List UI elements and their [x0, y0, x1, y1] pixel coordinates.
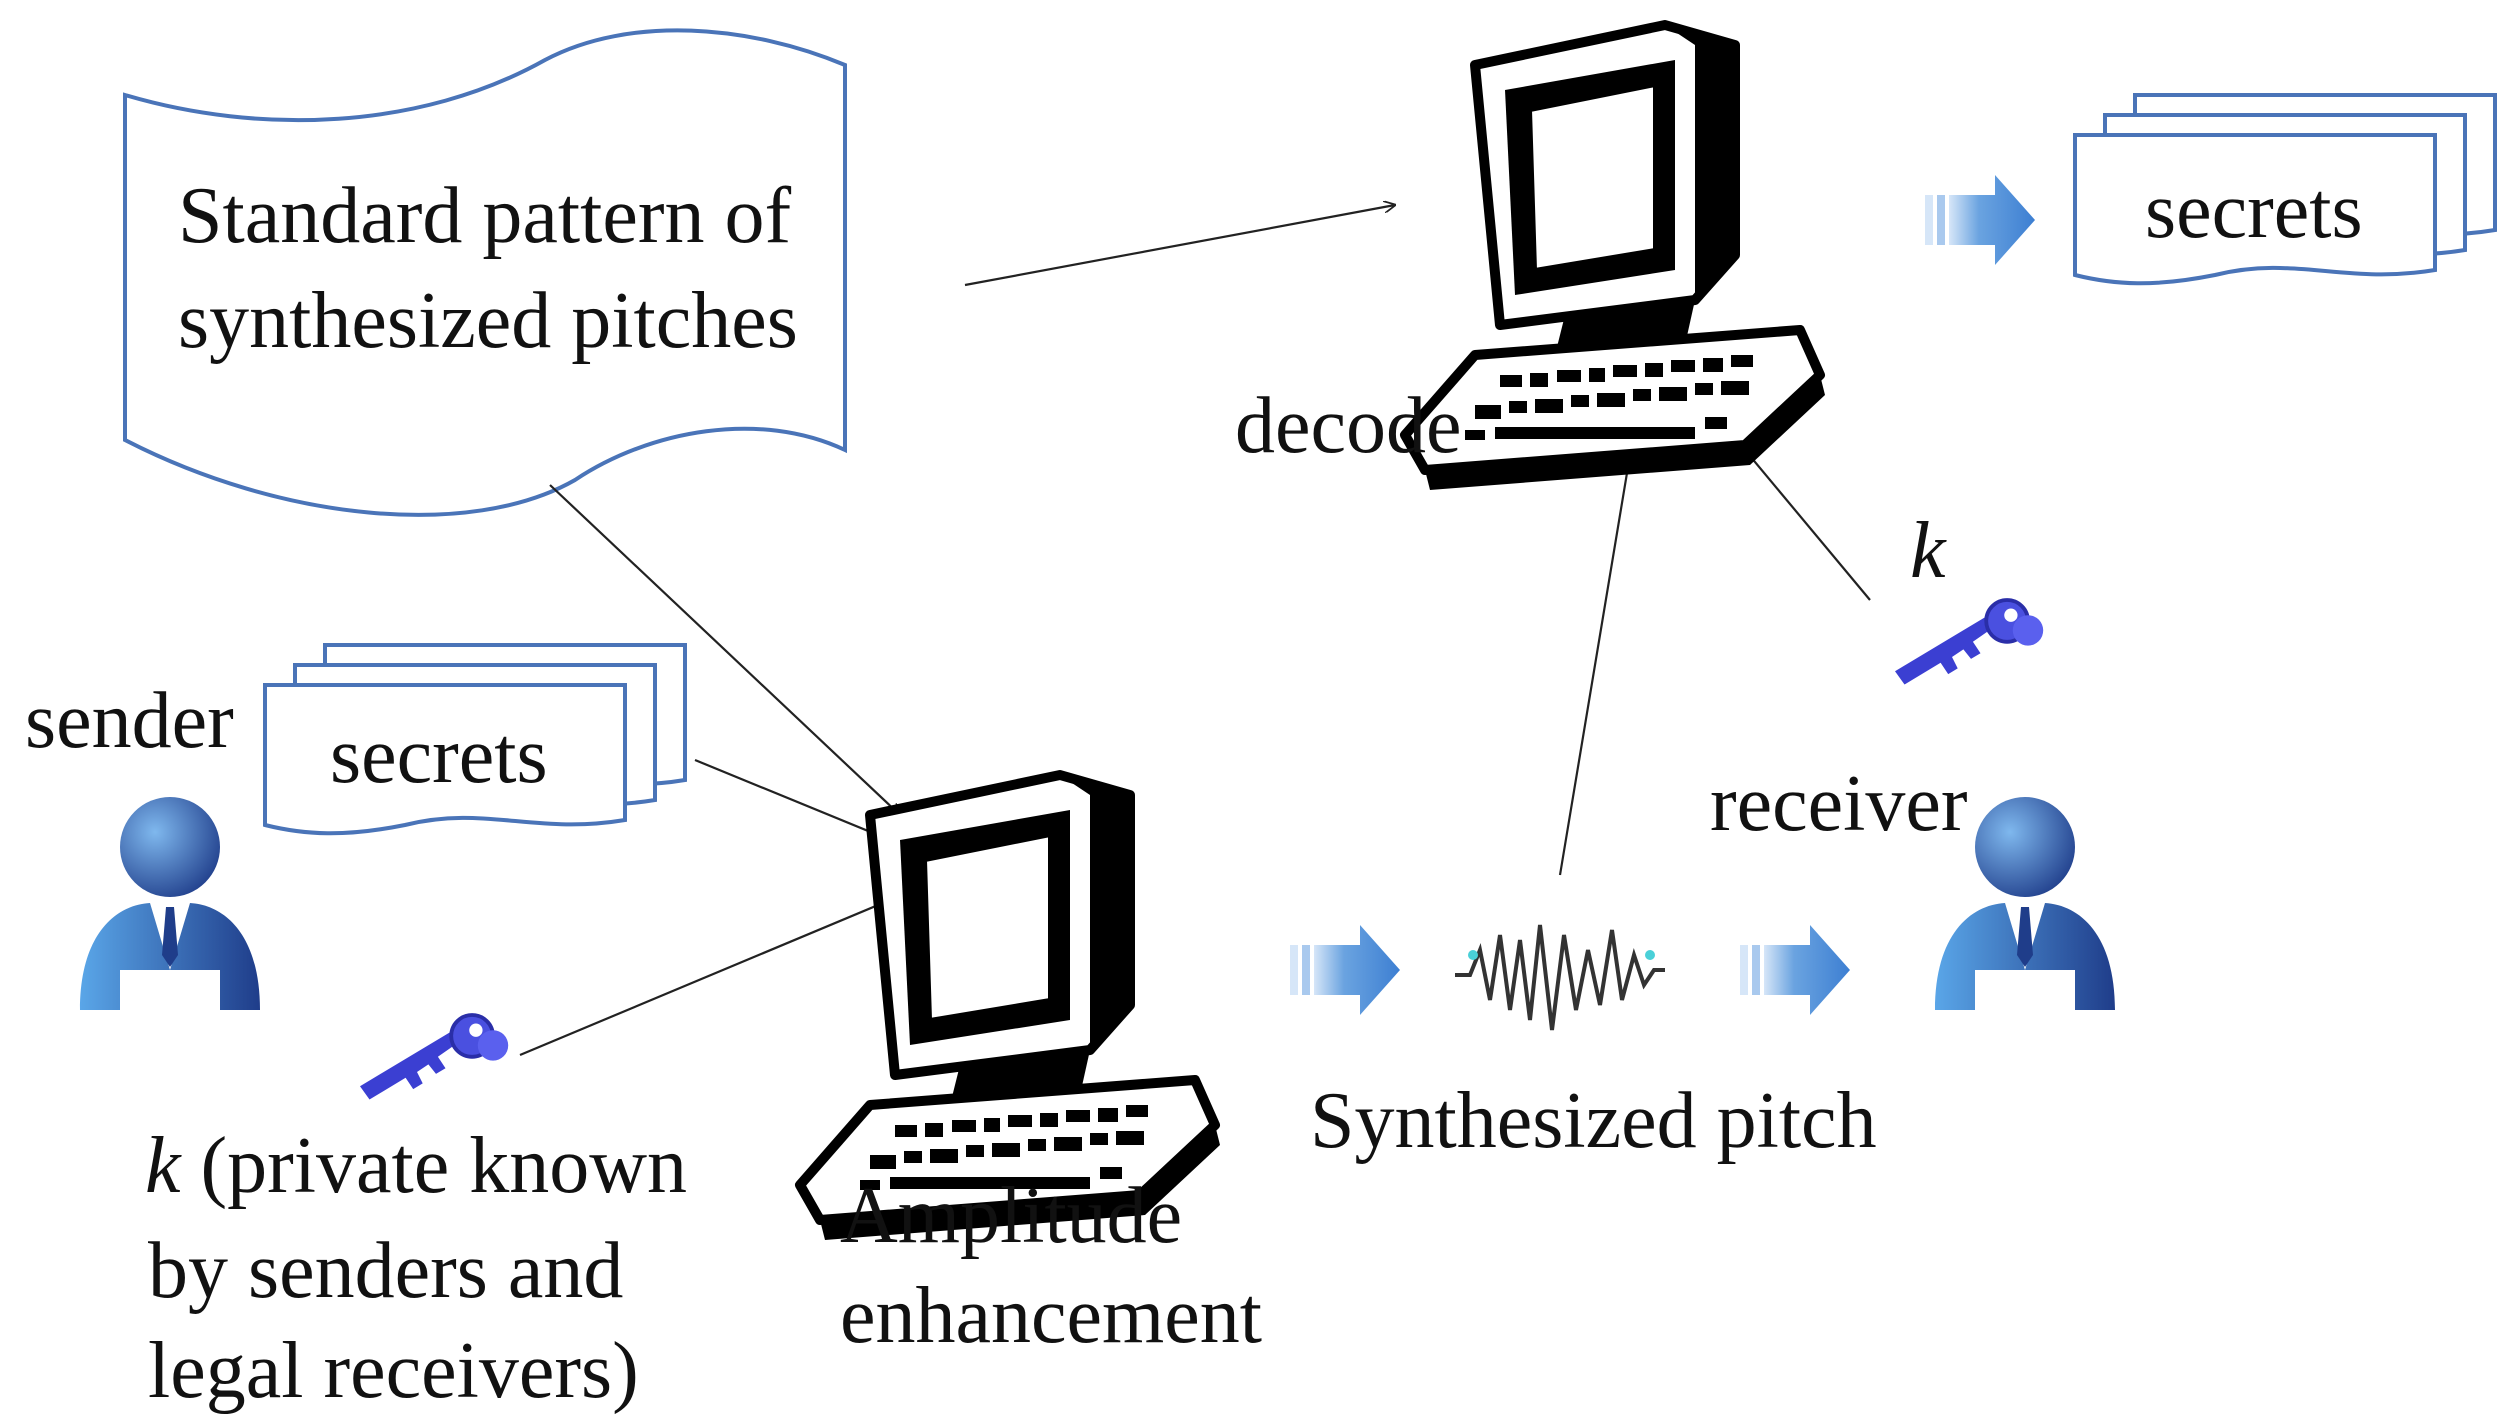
key-sender-k: k: [145, 1122, 181, 1210]
signal-label: Synthesized pitch: [1310, 1077, 1877, 1165]
secrets-top-label: secrets: [2145, 167, 2363, 255]
encoder-label-line1: Amplitude: [840, 1172, 1183, 1260]
receiver-label: receiver: [1710, 760, 1968, 848]
key-sender-line3: legal receivers): [148, 1327, 639, 1415]
key-sender-line1: k (private known: [145, 1120, 687, 1212]
secrets-sender-label: secrets: [330, 712, 548, 800]
sender-key-icon: [358, 1013, 511, 1102]
block-arrow-icon: [1925, 175, 2035, 265]
document-scroll-icon: [123, 28, 847, 517]
receiver-key-label: k: [1910, 507, 1946, 595]
decode-label: decode: [1235, 382, 1462, 470]
block-arrow-icon: [1290, 925, 1400, 1015]
block-arrow-icon: [1740, 925, 1850, 1015]
encoder-label-line2: enhancement: [840, 1272, 1262, 1360]
store-title-line2: synthesized pitches: [178, 277, 798, 365]
sender-person-icon: [80, 797, 260, 1010]
decode-computer-icon: [1405, 25, 1825, 490]
key-sender-line1-text: (private known: [180, 1122, 688, 1210]
waveform-icon: [1455, 924, 1665, 1031]
key-sender-line2: by senders and: [148, 1227, 624, 1315]
receiver-key-icon: [1893, 598, 2046, 687]
sender-label: sender: [25, 677, 234, 765]
store-title-line1: Standard pattern of: [178, 172, 792, 260]
